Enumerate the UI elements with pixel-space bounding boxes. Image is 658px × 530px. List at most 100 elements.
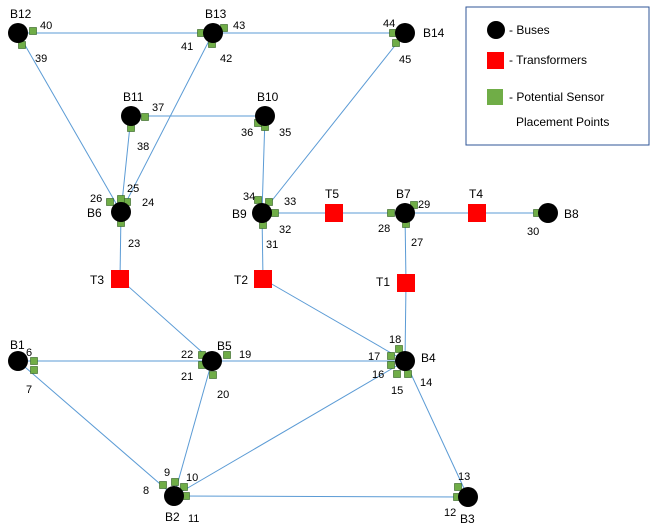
line-b5-t3 bbox=[119, 278, 213, 362]
bus-b2 bbox=[164, 486, 184, 506]
line-b9-b10 bbox=[261, 115, 266, 214]
transformer-label-t2: T2 bbox=[234, 273, 248, 287]
bus-b8 bbox=[538, 203, 558, 223]
sensor-label-14: 14 bbox=[420, 377, 432, 389]
legend-transformers-label: - Transformers bbox=[509, 53, 587, 67]
sensor-label-9: 9 bbox=[164, 467, 170, 479]
sensor-label-29: 29 bbox=[418, 199, 430, 211]
legend-sensor-label-line1: - Potential Sensor bbox=[509, 90, 604, 104]
sensor-label-15: 15 bbox=[391, 385, 403, 397]
sensor-label-17: 17 bbox=[368, 351, 380, 363]
bus-b11 bbox=[121, 106, 141, 126]
sensor-label-16: 16 bbox=[372, 369, 384, 381]
transformers bbox=[111, 204, 486, 292]
transformer-label-t4: T4 bbox=[469, 187, 483, 201]
transformer-t1 bbox=[397, 274, 415, 292]
sensor-point-8 bbox=[159, 481, 167, 489]
transformer-t5 bbox=[325, 204, 343, 222]
sensor-label-13: 13 bbox=[458, 471, 470, 483]
sensor-label-40: 40 bbox=[40, 20, 52, 32]
sensor-point-26 bbox=[106, 198, 114, 206]
legend-sensor-icon bbox=[487, 89, 503, 105]
line-b2-b5 bbox=[173, 360, 213, 497]
sensor-point-40 bbox=[29, 27, 37, 35]
bus-label-b6: B6 bbox=[87, 206, 102, 220]
bus-b4 bbox=[395, 351, 415, 371]
line-b6-b13 bbox=[120, 32, 214, 213]
transformer-label-t3: T3 bbox=[90, 273, 104, 287]
sensor-point-37 bbox=[141, 113, 149, 121]
bus-label-b10: B10 bbox=[257, 90, 279, 104]
sensor-point-13 bbox=[454, 483, 462, 491]
sensor-label-11: 11 bbox=[188, 513, 199, 525]
bus-b9 bbox=[252, 203, 272, 223]
sensor-point-17 bbox=[387, 352, 395, 360]
bus-b7 bbox=[395, 203, 415, 223]
bus-label-b4: B4 bbox=[421, 351, 436, 365]
line-b1-b2 bbox=[17, 360, 175, 497]
sensor-label-27: 27 bbox=[411, 237, 423, 249]
legend-sensor-label-line2: Placement Points bbox=[516, 115, 609, 129]
line-b4-t1 bbox=[404, 282, 407, 362]
sensor-label-12: 12 bbox=[444, 507, 456, 519]
bus-b13 bbox=[203, 23, 223, 43]
sensor-label-6: 6 bbox=[26, 347, 32, 359]
line-t2-b4 bbox=[262, 278, 406, 362]
sensor-label-21: 21 bbox=[181, 371, 193, 383]
bus-b6 bbox=[111, 202, 131, 222]
sensor-label-8: 8 bbox=[143, 485, 149, 497]
sensor-label-43: 43 bbox=[233, 20, 245, 32]
bus-label-b1: B1 bbox=[10, 338, 25, 352]
sensor-label-44: 44 bbox=[383, 18, 395, 30]
sensor-label-42: 42 bbox=[220, 53, 232, 65]
sensor-label-37: 37 bbox=[152, 102, 164, 114]
sensor-point-19 bbox=[223, 351, 231, 359]
sensor-label-33: 33 bbox=[284, 196, 296, 208]
sensor-label-45: 45 bbox=[399, 54, 411, 66]
sensor-point-45 bbox=[392, 39, 400, 47]
sensor-label-31: 31 bbox=[266, 239, 278, 251]
transformer-t2 bbox=[254, 270, 272, 288]
sensor-point-9 bbox=[171, 478, 179, 486]
sensor-label-22: 22 bbox=[181, 349, 193, 361]
bus-label-b8: B8 bbox=[564, 207, 579, 221]
sensor-label-7: 7 bbox=[26, 384, 32, 396]
bus-b3 bbox=[458, 487, 478, 507]
bus-label-b7: B7 bbox=[396, 187, 411, 201]
sensor-point-25 bbox=[117, 195, 125, 203]
line-b2-b4 bbox=[173, 360, 406, 497]
sensor-point-18 bbox=[395, 345, 403, 353]
bus-label-b3: B3 bbox=[460, 512, 475, 526]
sensor-point-15 bbox=[393, 370, 401, 378]
sensor-label-26: 26 bbox=[90, 193, 102, 205]
sensor-label-35: 35 bbox=[279, 127, 291, 139]
transformer-t3 bbox=[111, 270, 129, 288]
sensor-label-32: 32 bbox=[279, 224, 291, 236]
sensor-label-41: 41 bbox=[181, 41, 193, 53]
sensor-point-28 bbox=[387, 209, 395, 217]
sensor-point-32 bbox=[271, 209, 279, 217]
sensor-label-19: 19 bbox=[239, 349, 251, 361]
legend-buses-label: - Buses bbox=[509, 23, 550, 37]
bus-label-b5: B5 bbox=[217, 339, 232, 353]
bus-b1 bbox=[8, 351, 28, 371]
sensor-point-14 bbox=[404, 370, 412, 378]
legend: - Buses - Transformers - Potential Senso… bbox=[465, 6, 650, 146]
legend-bus-icon bbox=[487, 21, 505, 39]
bus-b5 bbox=[202, 351, 222, 371]
bus-label-b9: B9 bbox=[232, 207, 247, 221]
sensor-label-10: 10 bbox=[186, 472, 198, 484]
sensor-point-7 bbox=[30, 366, 38, 374]
sensor-label-24: 24 bbox=[142, 197, 154, 209]
buses bbox=[8, 23, 558, 507]
sensor-label-28: 28 bbox=[378, 223, 390, 235]
bus-b12 bbox=[8, 23, 28, 43]
transformer-label-t1: T1 bbox=[376, 275, 390, 289]
bus-label-b13: B13 bbox=[205, 7, 227, 21]
sensor-point-16 bbox=[387, 361, 395, 369]
sensor-label-25: 25 bbox=[127, 183, 139, 195]
sensor-point-20 bbox=[209, 371, 217, 379]
sensor-label-18: 18 bbox=[389, 334, 401, 346]
